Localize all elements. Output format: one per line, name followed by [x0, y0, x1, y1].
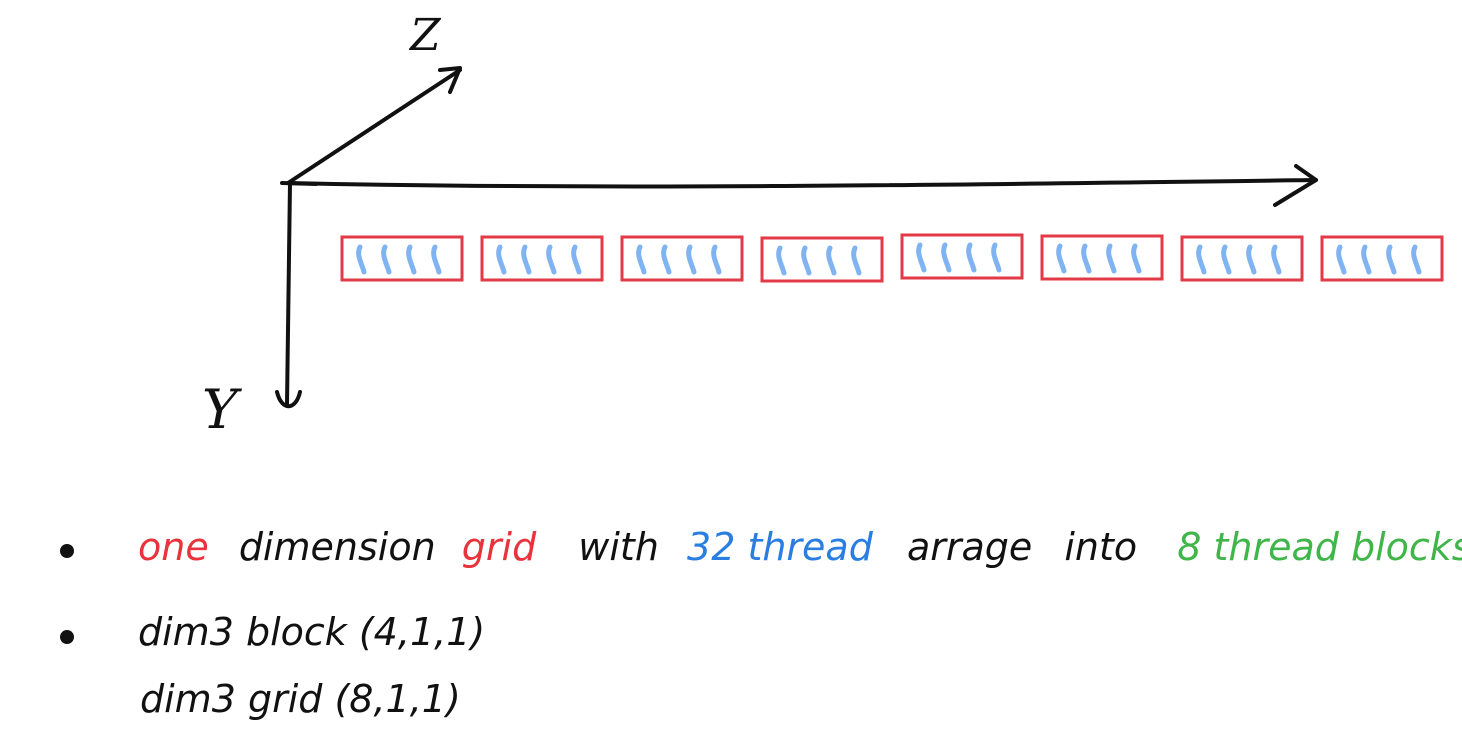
thread — [356, 244, 367, 275]
thread — [381, 244, 392, 275]
thread — [776, 245, 787, 276]
y-axis-label: Y — [202, 378, 242, 441]
word-32-thread: 32 thread — [687, 525, 874, 569]
thread-block — [620, 235, 744, 282]
thread — [406, 244, 417, 275]
thread — [1386, 244, 1397, 275]
x-axis-line — [286, 178, 1318, 189]
thread — [496, 244, 507, 275]
thread — [851, 245, 862, 276]
note-line-3: dim3 grid (8,1,1) — [140, 677, 461, 721]
note-line-2: dim3 block (4,1,1) — [138, 610, 485, 654]
thread — [571, 244, 582, 275]
thread — [966, 242, 977, 273]
thread — [1221, 244, 1232, 275]
thread — [941, 242, 952, 273]
thread-block — [480, 235, 604, 282]
thread-block — [340, 235, 464, 282]
thread — [661, 244, 672, 275]
thread — [1336, 244, 1347, 275]
thread — [991, 242, 1002, 273]
z-axis-label: Z — [408, 10, 442, 61]
thread — [1056, 243, 1067, 274]
thread-block — [900, 233, 1024, 280]
thread — [1246, 244, 1257, 275]
thread — [711, 244, 722, 275]
thread — [916, 242, 927, 273]
thread-blocks — [340, 233, 1444, 283]
thread — [1271, 244, 1282, 275]
thread-block — [760, 236, 884, 283]
z-axis-arrowhead — [438, 66, 462, 94]
thread — [521, 244, 532, 275]
thread — [826, 245, 837, 276]
thread — [801, 245, 812, 276]
thread — [1411, 244, 1422, 275]
bullet-1 — [60, 544, 74, 558]
thread — [1106, 243, 1117, 274]
thread-block — [1180, 235, 1304, 282]
word-dimension: dimension — [239, 525, 436, 569]
note-line-1: one dimension grid with 32 thread arrage… — [138, 525, 1462, 569]
z-axis-line — [286, 68, 462, 185]
y-axis-arrowhead — [275, 390, 302, 409]
x-axis-arrowhead — [1273, 164, 1318, 207]
thread — [431, 244, 442, 275]
word-grid: grid — [462, 525, 537, 569]
thread-block — [1040, 234, 1164, 281]
thread — [636, 244, 647, 275]
word-arrage: arrage — [907, 525, 1032, 569]
axes — [275, 66, 1318, 409]
word-with: with — [578, 525, 659, 569]
origin-mark — [280, 181, 318, 186]
thread — [1196, 244, 1207, 275]
word-into: into — [1064, 525, 1137, 569]
thread — [1361, 244, 1372, 275]
thread — [1081, 243, 1092, 274]
thread-block — [1320, 235, 1444, 282]
bullet-2 — [60, 630, 74, 644]
word-one: one — [138, 525, 209, 569]
thread — [1131, 243, 1142, 274]
y-axis-line — [285, 181, 292, 406]
word-8-thread-blocks: 8 thread blocks — [1177, 525, 1462, 569]
thread — [546, 244, 557, 275]
thread — [686, 244, 697, 275]
